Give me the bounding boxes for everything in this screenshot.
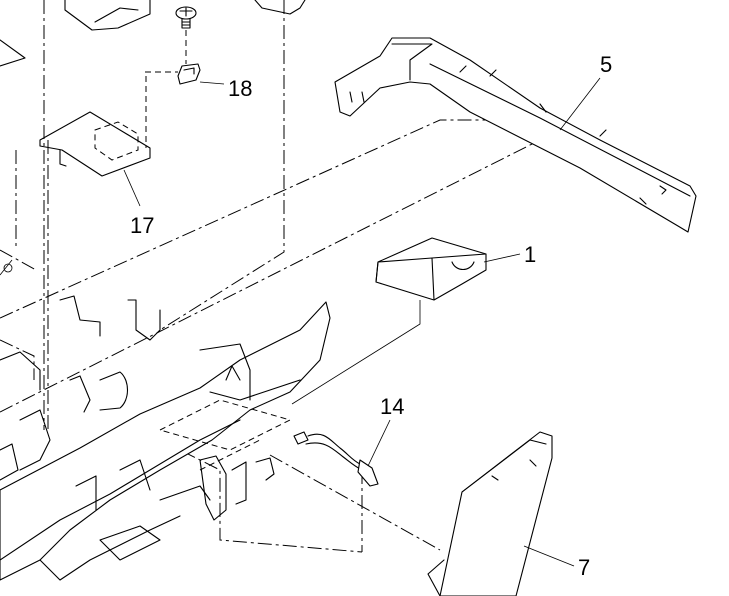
callout-1: 1 (524, 242, 536, 267)
cover-part-7 (427, 431, 575, 596)
top-bracket (0, 0, 306, 67)
callout-18: 18 (228, 76, 252, 101)
main-chassis (0, 259, 331, 581)
rail-part-5 (334, 37, 697, 233)
screw-part (175, 6, 197, 29)
callout-7: 7 (578, 555, 590, 580)
plate-part-17 (39, 76, 151, 207)
callout-14: 14 (380, 394, 404, 419)
callout-5: 5 (600, 52, 612, 77)
guide-lines (0, 0, 560, 553)
callout-17: 17 (130, 213, 154, 238)
block-part-1 (291, 237, 521, 405)
cable-part-14 (293, 419, 391, 487)
callout-labels: 5 18 17 1 14 7 (130, 52, 612, 580)
clip-part-18 (145, 30, 225, 85)
